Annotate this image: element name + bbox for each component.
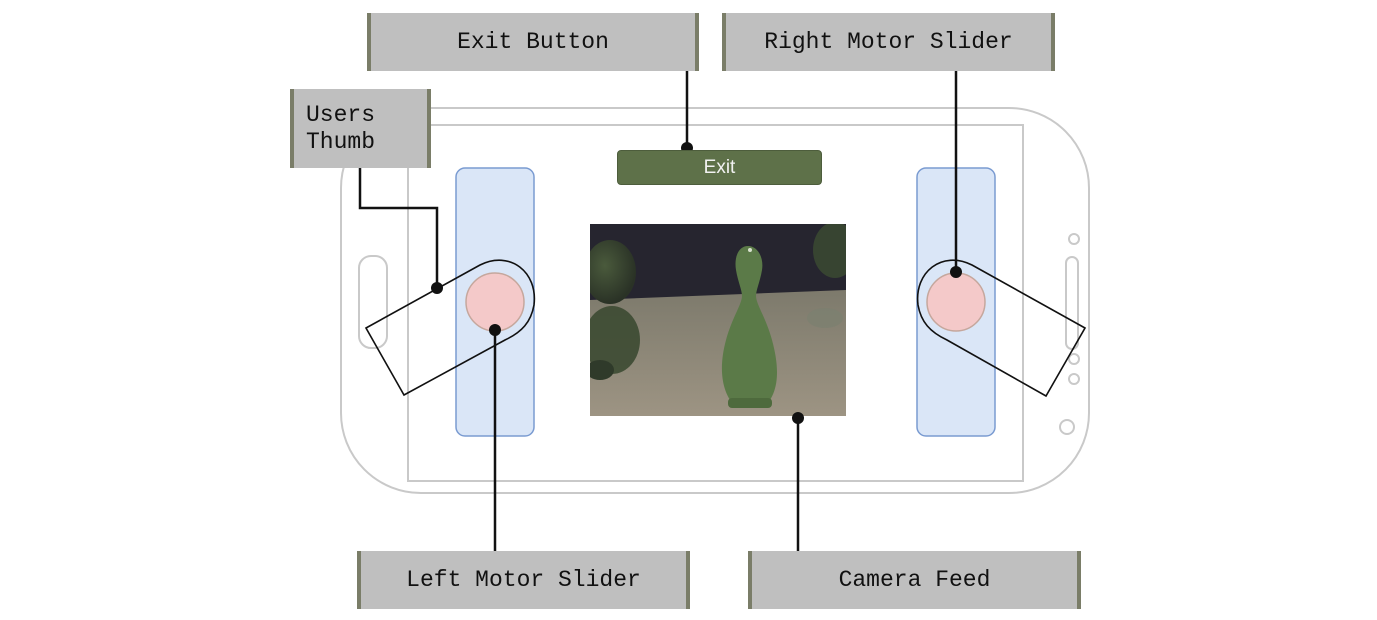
exit-button[interactable]: Exit (617, 150, 822, 185)
thumb-icon (916, 259, 1087, 398)
camera-feed (590, 224, 846, 416)
right-motor-slider-knob[interactable] (926, 272, 986, 332)
callout-users-thumb-label: Users Thumb (306, 101, 376, 155)
thumb-icon (364, 259, 536, 397)
callout-right-motor-slider-label: Right Motor Slider (764, 29, 1013, 55)
callout-exit-button-label: Exit Button (457, 29, 609, 55)
callout-left-motor-slider-label: Left Motor Slider (406, 567, 641, 593)
callout-camera-feed-label: Camera Feed (838, 567, 991, 593)
callout-right-motor-slider: Right Motor Slider (722, 13, 1055, 71)
callout-users-thumb: Users Thumb (290, 89, 431, 168)
leader-lines (358, 70, 958, 552)
callout-exit-button: Exit Button (367, 13, 699, 71)
left-motor-slider-knob[interactable] (465, 272, 525, 332)
callout-left-motor-slider: Left Motor Slider (357, 551, 690, 609)
callout-camera-feed: Camera Feed (748, 551, 1081, 609)
